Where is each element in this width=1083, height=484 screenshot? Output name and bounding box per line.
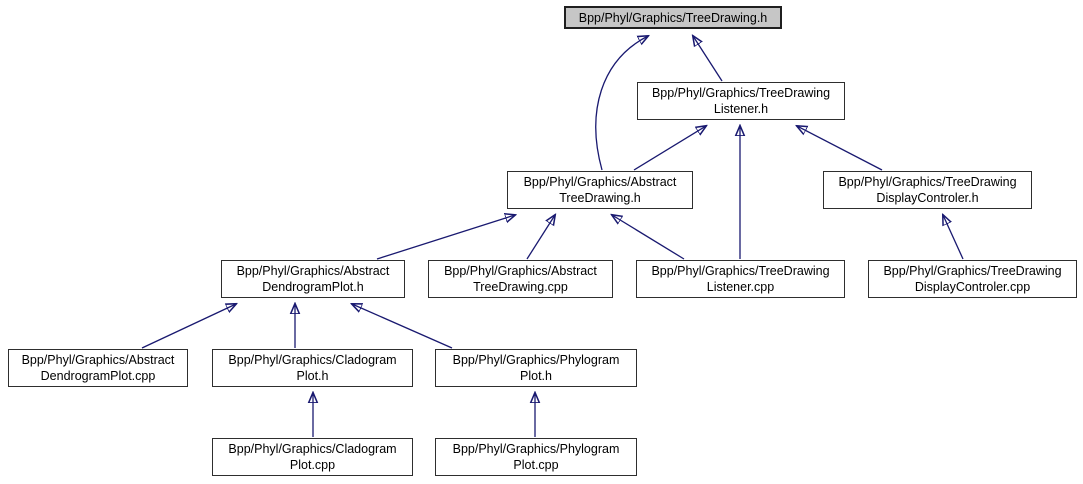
edge-abstractdendrogramplot-h-to-abstracttreedrawing-h xyxy=(376,215,515,260)
node-treedrawinglistener-h[interactable]: Bpp/Phyl/Graphics/TreeDrawing Listener.h xyxy=(637,82,845,120)
node-treedrawinglistener-cpp[interactable]: Bpp/Phyl/Graphics/TreeDrawing Listener.c… xyxy=(636,260,845,298)
node-abstracttreedrawing-h[interactable]: Bpp/Phyl/Graphics/Abstract TreeDrawing.h xyxy=(507,171,693,209)
node-displaycontroler-cpp[interactable]: Bpp/Phyl/Graphics/TreeDrawing DisplayCon… xyxy=(868,260,1077,298)
node-cladogramplot-h[interactable]: Bpp/Phyl/Graphics/Cladogram Plot.h xyxy=(212,349,413,387)
node-abstractdendrogramplot-cpp[interactable]: Bpp/Phyl/Graphics/Abstract DendrogramPlo… xyxy=(8,349,188,387)
node-treedrawing-h[interactable]: Bpp/Phyl/Graphics/TreeDrawing.h xyxy=(564,6,782,29)
node-phylogramplot-h[interactable]: Bpp/Phyl/Graphics/Phylogram Plot.h xyxy=(435,349,637,387)
edge-abstracttreedrawing-cpp-to-abstracttreedrawing-h xyxy=(526,215,555,260)
edge-phylogramplot-h-to-abstractdendrogramplot-h xyxy=(352,304,453,349)
edge-listener-h-to-treedrawing-h xyxy=(693,36,723,82)
edge-listener-cpp-to-abstracttreedrawing-h xyxy=(612,215,685,260)
edge-abstractdendrogramplot-cpp-to-abstractdendrogramplot-h xyxy=(141,304,236,349)
node-displaycontroler-h[interactable]: Bpp/Phyl/Graphics/TreeDrawing DisplayCon… xyxy=(823,171,1032,209)
node-cladogramplot-cpp[interactable]: Bpp/Phyl/Graphics/Cladogram Plot.cpp xyxy=(212,438,413,476)
node-abstracttreedrawing-cpp[interactable]: Bpp/Phyl/Graphics/Abstract TreeDrawing.c… xyxy=(428,260,613,298)
edge-abstracttreedrawing-h-to-treedrawing-h xyxy=(595,36,648,171)
edge-displaycontroler-cpp-to-displaycontroler-h xyxy=(943,215,964,260)
edge-abstracttreedrawing-h-to-listener-h xyxy=(633,126,706,171)
edge-displaycontroler-h-to-listener-h xyxy=(797,126,883,171)
node-phylogramplot-cpp[interactable]: Bpp/Phyl/Graphics/Phylogram Plot.cpp xyxy=(435,438,637,476)
node-abstractdendrogramplot-h[interactable]: Bpp/Phyl/Graphics/Abstract DendrogramPlo… xyxy=(221,260,405,298)
